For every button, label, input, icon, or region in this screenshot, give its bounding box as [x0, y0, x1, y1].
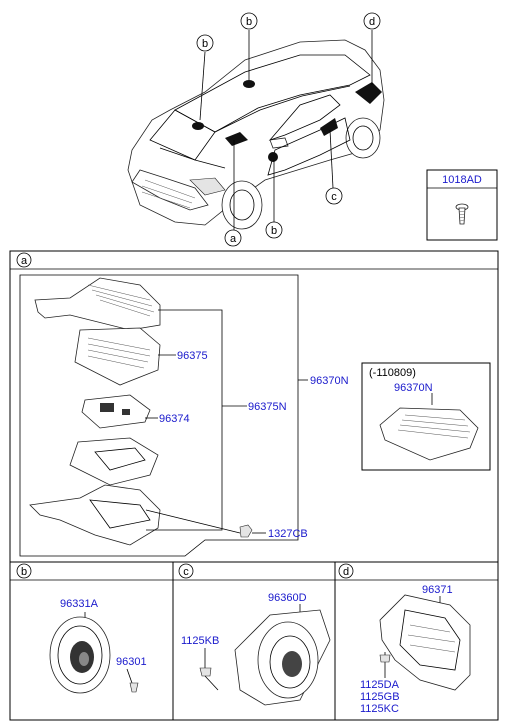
overview-callouts: b b d a b c [196, 12, 381, 247]
car-illustration [127, 39, 385, 230]
svg-text:b: b [246, 16, 252, 28]
section-b-letter: b [21, 566, 27, 578]
amp-bracket-part [29, 484, 161, 546]
amp-tray-part [69, 437, 159, 486]
subwoofer-label: 96371 [422, 584, 453, 596]
inset-part-number: 96370N [394, 382, 433, 394]
subwoofer-bolt-3-label: 1125KC [360, 703, 399, 715]
section-d-letter: d [343, 566, 349, 578]
amp-cover-part [34, 277, 161, 331]
section-a: a [9, 250, 499, 563]
inset-box: (-110809) 96370N [361, 362, 491, 471]
section-a-letter: a [21, 255, 28, 267]
section-b: b 96331A 96301 [9, 561, 174, 721]
screw-icon [129, 682, 139, 693]
callout-c: c [325, 187, 343, 205]
woofer-screw-label: 1125KB [181, 635, 219, 647]
woofer-icon [234, 609, 331, 706]
callout-b-2: b [240, 12, 258, 30]
inset-amp-part [379, 407, 479, 461]
screw-icon [199, 667, 219, 691]
inset-note: (-110809) [369, 367, 416, 379]
subwoofer-icon [379, 594, 471, 691]
screw-part-number: 1018AD [442, 174, 482, 186]
pcb-part [81, 394, 151, 429]
callout-d: d [363, 12, 381, 30]
amp-unit-label: 96375 [177, 350, 208, 362]
woofer-label: 96360D [268, 592, 307, 604]
section-d: d 96371 1125DA 1125GB 1125KC [334, 561, 499, 721]
bolt-label: 1327CB [268, 528, 308, 540]
callout-a: a [224, 229, 242, 247]
svg-text:d: d [369, 16, 375, 28]
screw-box: 1018AD [426, 169, 498, 241]
svg-text:c: c [331, 191, 337, 203]
subwoofer-bolt-1-label: 1125DA [360, 679, 400, 691]
callout-b-3: b [265, 221, 283, 239]
amp-sub-assy-label: 96375N [248, 401, 287, 413]
pcb-label: 96374 [159, 413, 190, 425]
subwoofer-bolt-2-label: 1125GB [360, 691, 400, 703]
bolt-icon [239, 524, 253, 538]
speaker-icon [49, 616, 111, 694]
svg-text:b: b [202, 38, 208, 50]
section-c-letter: c [183, 566, 189, 578]
amp-assy-label: 96370N [310, 375, 349, 387]
bolt-icon [379, 654, 391, 663]
speaker-label: 96331A [60, 598, 99, 610]
section-c: c 96360D 1125KB [172, 561, 336, 721]
speaker-screw-label: 96301 [116, 656, 147, 668]
svg-text:a: a [230, 233, 237, 245]
amp-unit-part [74, 327, 161, 386]
callout-b-1: b [196, 34, 214, 52]
screw-icon [455, 203, 469, 225]
svg-text:b: b [271, 225, 277, 237]
